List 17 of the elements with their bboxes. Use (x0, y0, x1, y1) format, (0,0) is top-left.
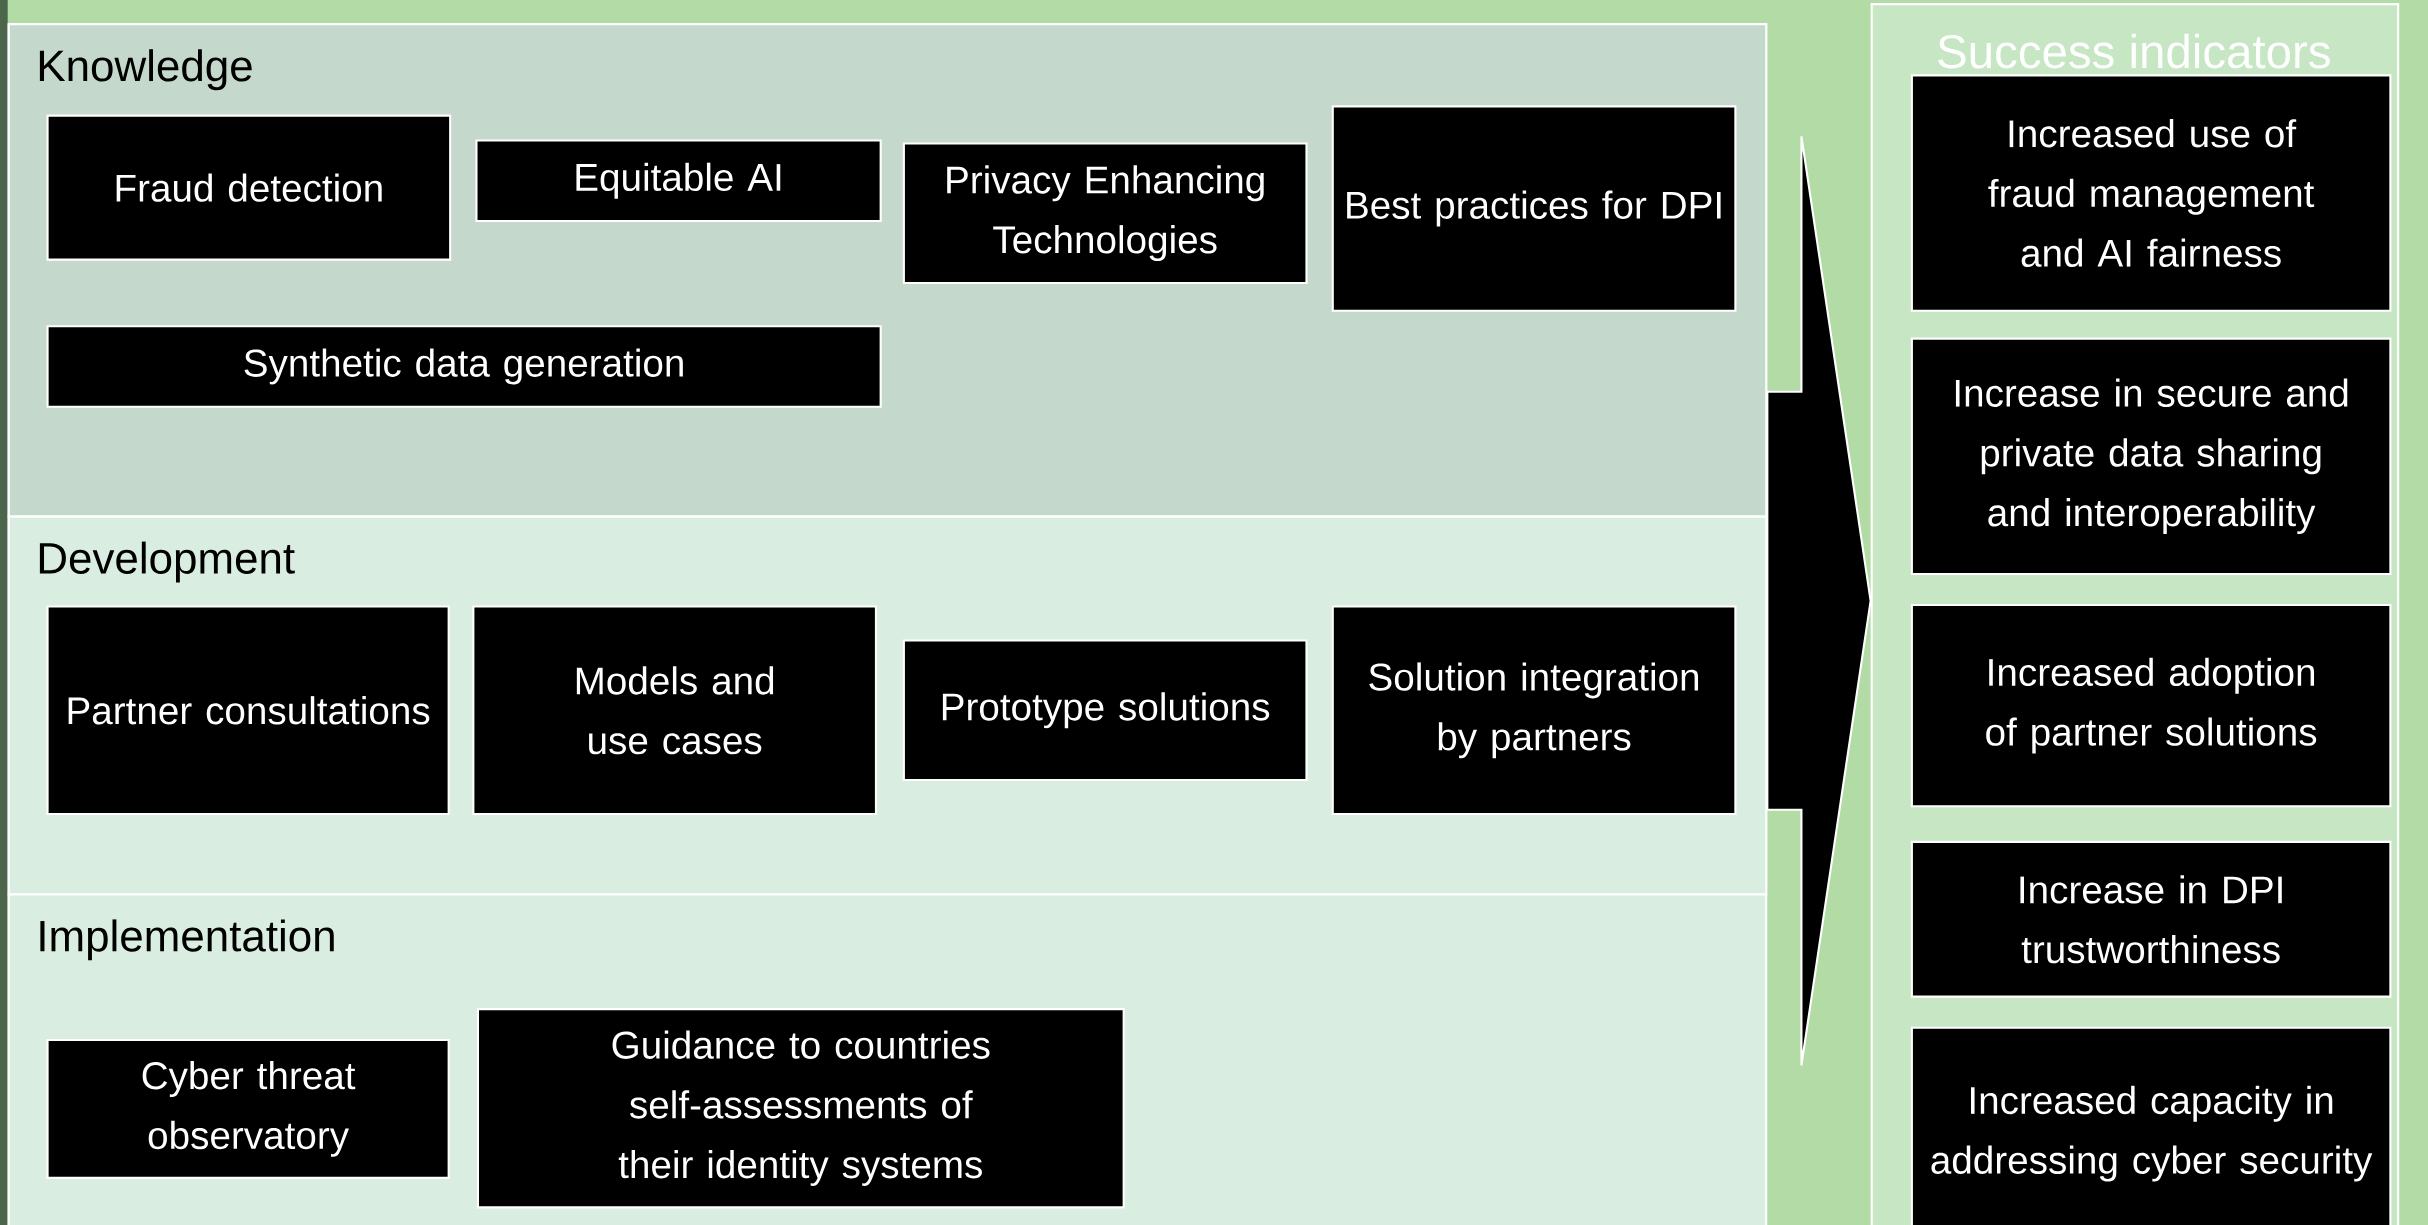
text-box: Solution integration by partners (1331, 605, 1737, 816)
text-box: Increased use of fraud management and AI fairness (1910, 74, 2392, 312)
text-box: Increase in DPI trustworthiness (1910, 840, 2392, 998)
text-box: Best practices for DPI (1331, 105, 1737, 312)
chevron-arrow (1766, 135, 1872, 1067)
text-box: Increased capacity in addressing cyber security (1910, 1026, 2392, 1225)
text-box: Synthetic data generation (46, 325, 882, 408)
text-box: Guidance to countries self-assessments of their identity systems (476, 1008, 1125, 1209)
text-box: Partner consultations (46, 605, 450, 816)
text-box: Prototype solutions (902, 639, 1308, 781)
text-box: Models and use cases (472, 605, 878, 816)
text-box: Fraud detection (46, 114, 452, 261)
text-box: Cyber threat observatory (46, 1039, 450, 1179)
text-box: Equitable AI (475, 139, 882, 222)
text-box: Privacy Enhancing Technologies (902, 142, 1308, 284)
text-box: Increased adoption of partner solutions (1910, 603, 2392, 808)
text-box: Increase in secure and private data sharing and interoperability (1910, 337, 2392, 576)
